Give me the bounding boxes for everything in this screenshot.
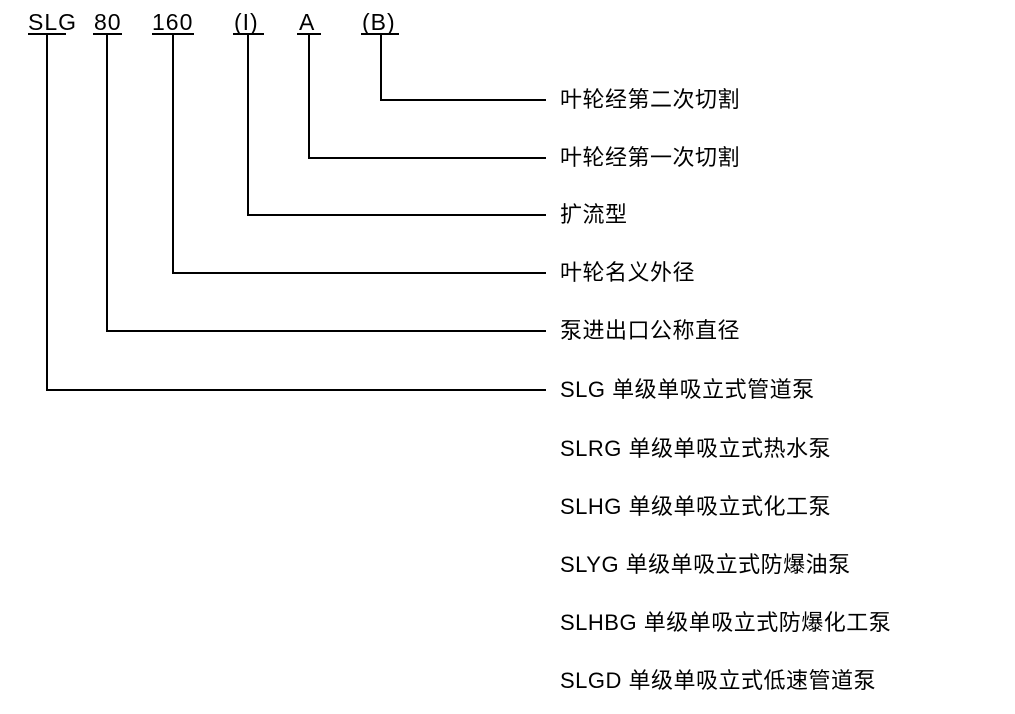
connector-hline-i	[247, 214, 546, 216]
variant-label-slrg: SLRG 单级单吸立式热水泵	[560, 436, 832, 461]
variant-label-slhg: SLHG 单级单吸立式化工泵	[560, 494, 832, 519]
connector-vline-slg	[46, 34, 48, 391]
connector-hline-b	[380, 99, 546, 101]
callout-label-second-cut: 叶轮经第二次切割	[560, 87, 741, 112]
connector-vline-a	[308, 34, 310, 159]
callout-label-expanded-flow: 扩流型	[560, 202, 628, 227]
code-segment-a: A	[299, 9, 316, 35]
callout-label-slg-type: SLG 单级单吸立式管道泵	[560, 377, 815, 402]
code-segment-80: 80	[94, 9, 122, 35]
connector-hline-a	[308, 157, 546, 159]
code-segment-160: 160	[152, 9, 194, 35]
connector-vline-80	[106, 34, 108, 332]
callout-label-nominal-dia: 泵进出口公称直径	[560, 318, 741, 343]
code-segment-i: (I)	[234, 9, 259, 35]
variant-label-slyg: SLYG 单级单吸立式防爆油泵	[560, 552, 851, 577]
code-segment-b: (B)	[362, 9, 396, 35]
connector-vline-160	[172, 34, 174, 274]
connector-hline-slg	[46, 389, 546, 391]
connector-hline-80	[106, 330, 546, 332]
variant-label-slgd: SLGD 单级单吸立式低速管道泵	[560, 668, 877, 693]
code-segment-slg: SLG	[28, 9, 78, 35]
connector-hline-160	[172, 272, 546, 274]
variant-label-slhbg: SLHBG 单级单吸立式防爆化工泵	[560, 610, 892, 635]
callout-label-first-cut: 叶轮经第一次切割	[560, 145, 741, 170]
callout-label-impeller-dia: 叶轮名义外径	[560, 260, 696, 285]
connector-vline-i	[247, 34, 249, 216]
connector-vline-b	[380, 34, 382, 101]
